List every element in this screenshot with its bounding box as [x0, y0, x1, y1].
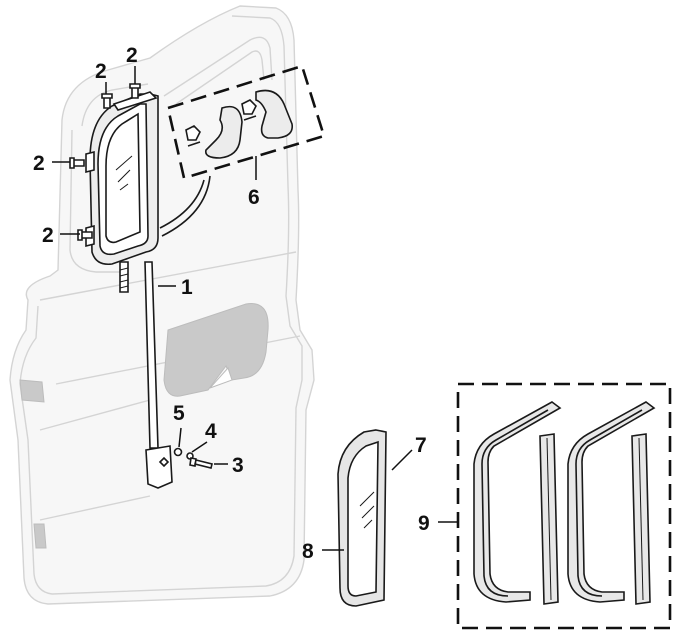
callout-labels: 1 2 2 2 2 3 4 5 6 7 8 9 [33, 44, 430, 563]
screw-icon [101, 93, 113, 109]
window-opening [163, 36, 273, 105]
loose-glass-pane [347, 440, 379, 597]
bolt-icon [189, 457, 213, 469]
leader-7 [391, 449, 413, 471]
door-side-marker-upper [19, 379, 45, 403]
handle-base-icon [241, 99, 257, 115]
callout-7: 7 [415, 434, 427, 457]
door-lower-crease [39, 399, 151, 521]
vent-handle-kit [159, 64, 326, 237]
division-seal-left-set-inner [546, 437, 552, 601]
callout-2: 2 [42, 224, 54, 247]
callout-5: 5 [173, 402, 185, 425]
frame-seal-left-set [473, 401, 562, 603]
callout-4: 4 [205, 420, 217, 443]
door-side-marker-lower [33, 523, 47, 549]
frame-seal-right-set-inner [575, 409, 643, 597]
frame-seal-right-set [567, 401, 656, 603]
window-frame-outer [69, 83, 149, 273]
vent-stub-threads [119, 267, 129, 289]
vent-lower-bracket [145, 445, 173, 489]
screw-icon [129, 83, 141, 99]
handle-base-icon [185, 125, 201, 141]
callout-6: 6 [248, 186, 260, 209]
handle-gasket-icon [243, 115, 257, 121]
vent-bracket-hole [158, 456, 170, 468]
leader-lines [52, 66, 458, 551]
screws [69, 83, 141, 241]
leader-5 [178, 427, 182, 448]
callout-2: 2 [126, 44, 138, 67]
division-seal-right-set-inner [638, 437, 644, 601]
leader-4 [191, 441, 208, 453]
vent-handle-icon [255, 89, 294, 139]
washer-icon [173, 447, 183, 457]
weatherstrip-kit [456, 382, 672, 630]
callout-9: 9 [418, 512, 430, 535]
callout-2: 2 [33, 152, 45, 175]
door-trim-panel [163, 303, 269, 397]
kit-9-dashed-box [456, 382, 672, 630]
callout-1: 1 [181, 276, 193, 299]
door-handle-recess [209, 367, 233, 389]
vent-glass-glare [115, 155, 133, 191]
handle-gasket-icon [187, 141, 201, 147]
kit-6-link-line-2 [161, 175, 211, 237]
kit-6-link-line-1 [159, 179, 205, 229]
vent-glass [105, 112, 141, 244]
loose-glass-glare [359, 491, 375, 529]
screw-icon [69, 157, 85, 169]
callout-2: 2 [95, 60, 107, 83]
callout-8: 8 [302, 540, 314, 563]
fasteners [173, 447, 213, 469]
frame-seal-left-set-inner [481, 409, 549, 597]
screw-icon [77, 229, 93, 241]
vent-glass-loose [337, 429, 387, 607]
vent-window-assembly [85, 91, 173, 489]
callout-3: 3 [232, 454, 244, 477]
vent-side-hinge-upper [85, 150, 95, 174]
vent-handle-icon [204, 105, 243, 159]
